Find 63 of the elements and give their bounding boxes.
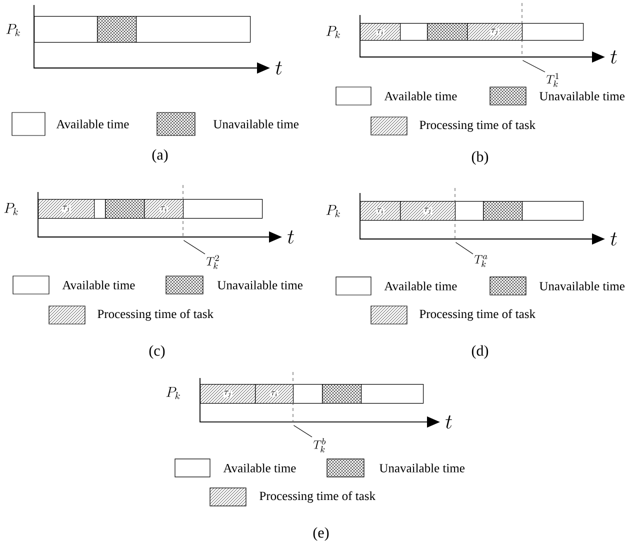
available-time-segment — [455, 200, 484, 221]
axis-label: $P_k$ — [6, 24, 20, 36]
legend-label: Unavailable time — [539, 282, 624, 290]
leader-line — [293, 425, 312, 438]
unavailable-time-segment — [97, 16, 137, 43]
task-segment: $\tau_j$ — [467, 23, 523, 41]
task-segment: $\tau_i$ — [360, 200, 401, 221]
legend-label: Unavailable time — [217, 280, 303, 290]
panel-caption: (b) — [472, 151, 488, 165]
legend-label: Processing time of task — [420, 120, 536, 132]
available-time-segment — [183, 198, 263, 219]
task-segment: $\tau_j$ — [38, 198, 95, 219]
available-time-segment — [361, 384, 424, 404]
legend-label: Available time — [56, 120, 129, 128]
available-time-segment — [34, 16, 98, 43]
legend-label: Processing time of task — [98, 309, 214, 321]
unavailable-time-segment — [322, 384, 362, 404]
task-segment: $\tau_j$ — [200, 384, 256, 404]
legend-label: Processing time of task — [420, 309, 536, 321]
axis-label: $P_k$ — [326, 26, 340, 38]
leader-line — [183, 240, 206, 254]
legend-label: Available time — [384, 92, 457, 100]
legend-label: Available time — [62, 280, 135, 290]
available-time-segment — [522, 200, 584, 221]
dashed-line — [292, 372, 294, 422]
available-time-segment — [293, 384, 323, 404]
legend-label: Unavailable time — [539, 92, 624, 100]
axis-label: $t$ — [610, 232, 617, 246]
available-time-segment — [522, 23, 584, 41]
dashed-line — [454, 188, 456, 240]
task-segment: $\tau_i$ — [144, 198, 184, 219]
axis-label: $t$ — [446, 415, 452, 429]
axis-label: $t$ — [276, 61, 282, 75]
legend-label: Unavailable time — [379, 464, 464, 472]
available-time-segment — [94, 198, 106, 219]
time-point-label: $T_k^2$ — [206, 255, 219, 269]
dashed-line — [182, 184, 184, 238]
axis-label: $t$ — [610, 50, 617, 64]
task-segment: $\tau_i$ — [360, 23, 401, 41]
axis-label: $P_k$ — [4, 203, 18, 216]
leader-line — [455, 242, 474, 254]
leader-line — [522, 60, 546, 72]
task-segment: $\tau_i$ — [255, 384, 294, 404]
legend-label: Unavailable time — [213, 120, 299, 128]
available-time-segment — [136, 16, 251, 43]
task-segment: $\tau_j$ — [400, 200, 456, 221]
time-point-label: $T_k^1$ — [546, 73, 559, 87]
time-point-label: $T_k^a$ — [474, 255, 488, 267]
legend-label: Processing time of task — [260, 491, 376, 503]
unavailable-time-segment — [427, 23, 468, 41]
legend-label: Available time — [384, 282, 457, 290]
panel-caption: (a) — [152, 149, 168, 163]
axis-label: $t$ — [288, 230, 294, 244]
legend-label: Available time — [223, 464, 296, 472]
unavailable-time-segment — [105, 198, 145, 219]
panel-caption: (d) — [472, 345, 488, 359]
unavailable-time-segment — [483, 200, 523, 221]
time-point-label: $T_k^b$ — [313, 438, 326, 452]
panel-caption: (c) — [149, 345, 165, 359]
axis-label: $P_k$ — [326, 205, 340, 218]
panel-caption: (e) — [313, 527, 329, 541]
available-time-segment — [400, 23, 428, 41]
axis-label: $P_k$ — [166, 387, 180, 400]
